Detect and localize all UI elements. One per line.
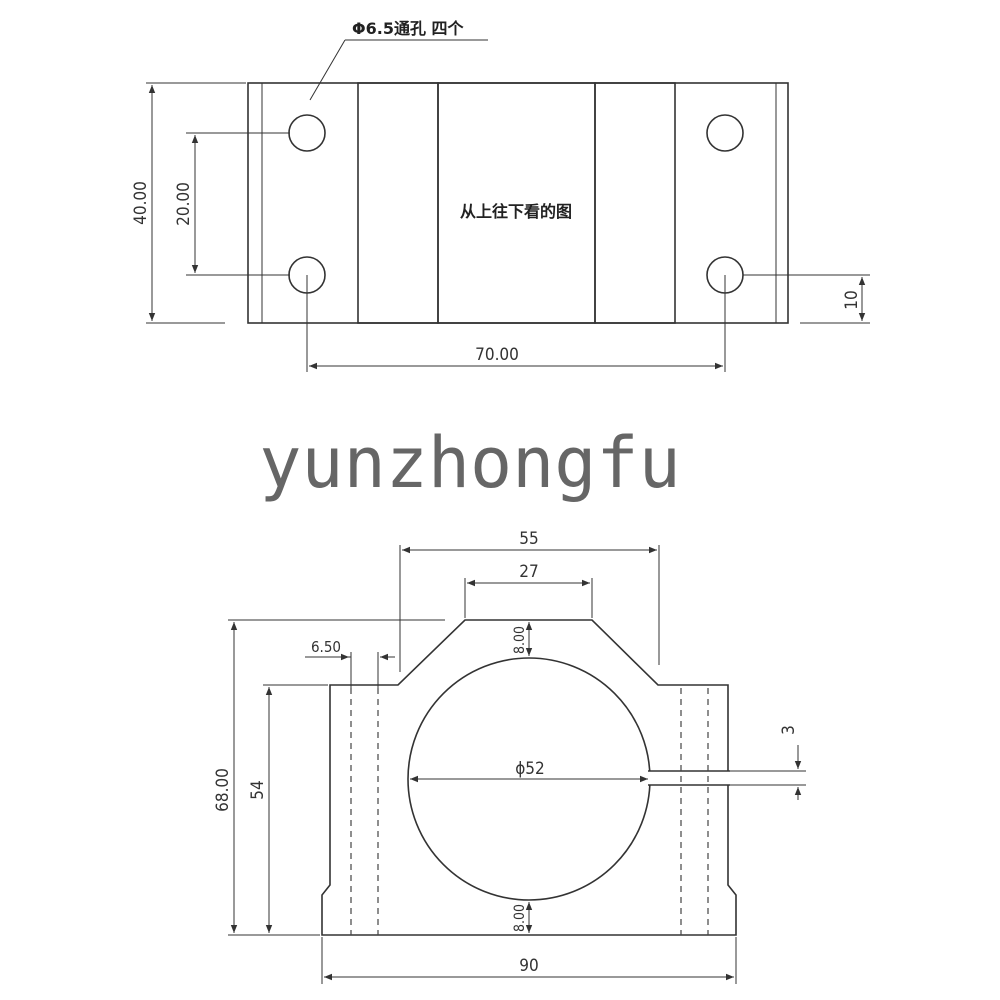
mount-hole-top-left bbox=[288, 114, 326, 152]
hole-note: Φ6.5通孔 四个 bbox=[352, 19, 465, 38]
watermark: yunzhongfu bbox=[259, 422, 680, 504]
split-slot bbox=[648, 771, 730, 785]
top-view-label: 从上往下看的图 bbox=[460, 202, 572, 221]
dim-total-width-text: 90 bbox=[519, 956, 538, 976]
dim-hole-spacing-h-text: 70.00 bbox=[475, 345, 519, 365]
dim-hole-width-text: 6.50 bbox=[311, 638, 341, 656]
front-view-outline bbox=[321, 619, 737, 936]
dim-hole-spacing-v-text: 20.00 bbox=[174, 182, 194, 226]
dim-top-width-text: 55 bbox=[519, 529, 538, 549]
front-view: ϕ52 3 55 27 8.00 8.00 bbox=[213, 529, 806, 984]
dim-slot-text: 3 bbox=[779, 725, 799, 735]
dim-side-height-text: 54 bbox=[248, 780, 268, 799]
hatched-region-left bbox=[357, 82, 439, 324]
top-view: 从上往下看的图 Φ6.5通孔 四个 40.00 20.00 70.00 10 bbox=[131, 19, 870, 372]
dim-total-height-text: 68.00 bbox=[213, 768, 233, 812]
ribbed-center-region bbox=[437, 82, 596, 324]
dim-top-flat-text: 27 bbox=[519, 562, 538, 582]
dim-top-thickness-text: 8.00 bbox=[512, 626, 528, 654]
dim-bore-text: ϕ52 bbox=[515, 759, 545, 779]
label-background bbox=[446, 196, 586, 226]
dim-height-text: 40.00 bbox=[131, 181, 151, 225]
mount-hole-top-right bbox=[706, 114, 744, 152]
hatched-region-right bbox=[594, 82, 676, 324]
dim-edge-offset-text: 10 bbox=[842, 290, 862, 309]
hole-note-leader bbox=[309, 39, 346, 101]
dim-bottom-thickness-text: 8.00 bbox=[512, 904, 528, 932]
